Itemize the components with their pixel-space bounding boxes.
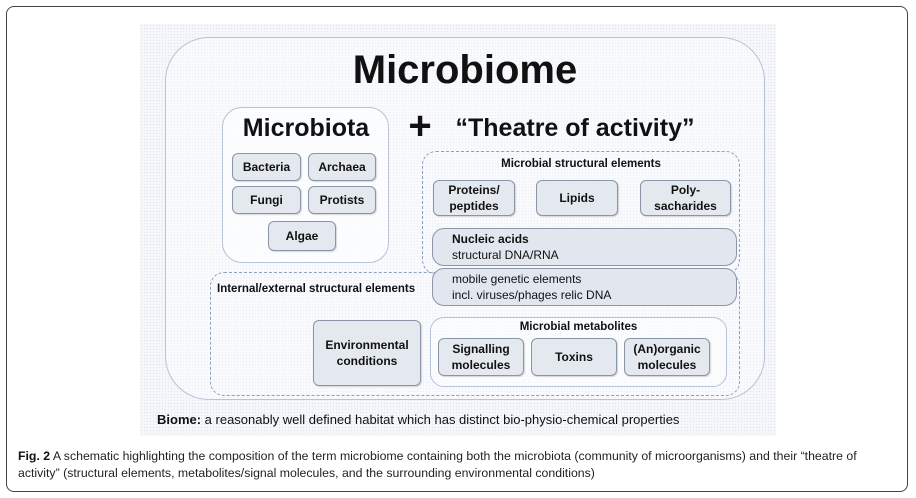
biome-definition: Biome: a reasonably well defined habitat… xyxy=(157,412,757,427)
microbiota-title: Microbiota xyxy=(242,114,370,142)
microbiota-item-bacteria: Bacteria xyxy=(232,153,301,181)
caption-label: Fig. 2 xyxy=(18,449,51,463)
structural-item-polysaccharides: Poly- sacharides xyxy=(640,180,731,216)
microbiota-item-fungi: Fungi xyxy=(232,186,301,214)
biome-term: Biome: xyxy=(157,412,202,427)
structural-elements-label: Microbial structural elements xyxy=(501,158,661,170)
figure-caption: Fig. 2 A schematic highlighting the comp… xyxy=(18,448,898,482)
structural-item-proteins: Proteins/ peptides xyxy=(433,180,515,216)
metabolites-label: Microbial metabolites xyxy=(519,321,638,333)
nucleic-acids-line: structural DNA/RNA xyxy=(452,248,559,262)
plus-sign: + xyxy=(408,104,432,148)
mobile-elements-line1: mobile genetic elements xyxy=(452,272,582,286)
figure-frame xyxy=(6,6,908,492)
microbiota-item-algae: Algae xyxy=(268,221,336,251)
nucleic-acids-box xyxy=(432,228,737,266)
theatre-title: “Theatre of activity” xyxy=(455,114,695,142)
microbiota-item-protists: Protists xyxy=(308,186,376,214)
biome-definition-text: a reasonably well defined habitat which … xyxy=(201,412,680,427)
metabolite-item-organic: (An)organic molecules xyxy=(624,338,710,376)
nucleic-acids-title: Nucleic acids xyxy=(452,232,529,246)
metabolite-item-toxins: Toxins xyxy=(531,338,617,376)
mobile-elements-line2: incl. viruses/phages relic DNA xyxy=(452,288,612,302)
structural-item-lipids: Lipids xyxy=(536,180,618,216)
diagram-title: Microbiome xyxy=(352,48,578,92)
metabolite-item-signalling: Signalling molecules xyxy=(438,338,524,376)
microbiota-item-archaea: Archaea xyxy=(308,153,376,181)
caption-text: A schematic highlighting the composition… xyxy=(18,449,857,480)
internal-external-label: Internal/external structural elements xyxy=(217,283,416,295)
mobile-elements-box xyxy=(432,268,737,306)
environmental-conditions-box: Environmental conditions xyxy=(313,320,421,386)
